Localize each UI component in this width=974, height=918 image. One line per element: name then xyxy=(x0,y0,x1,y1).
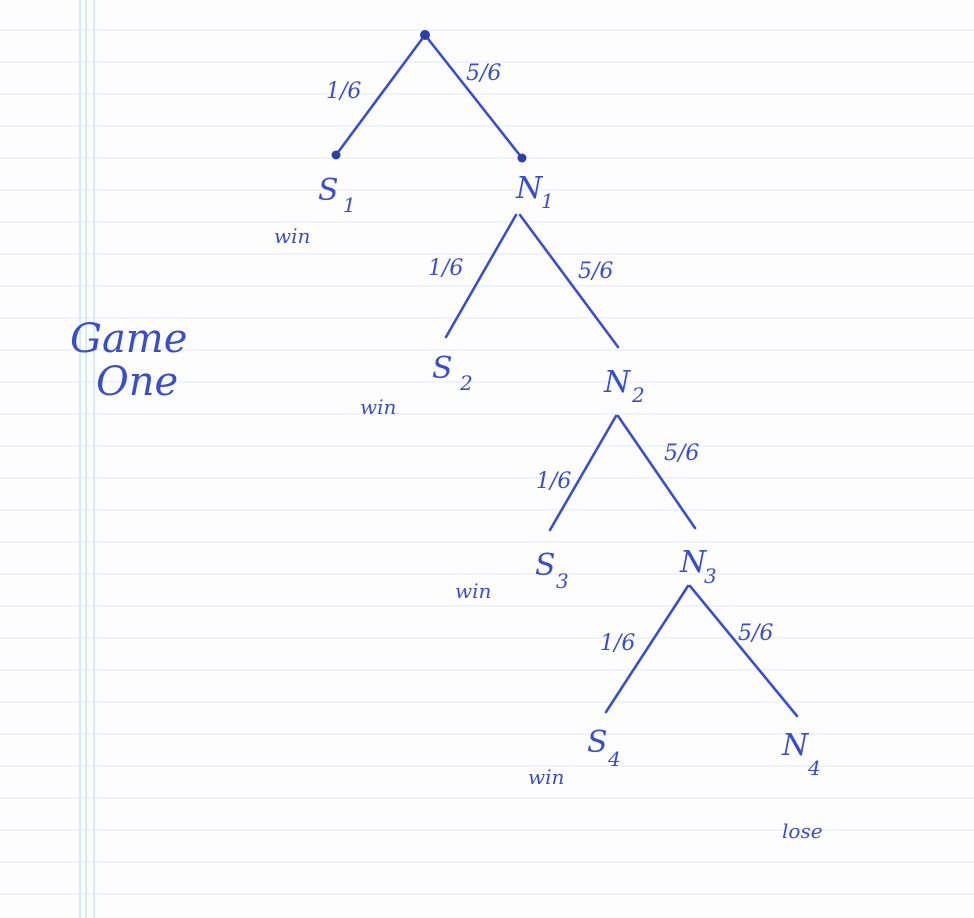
node-s4-letter: S xyxy=(587,725,608,760)
node-n3: N 3 xyxy=(679,545,717,588)
node-s3: S 3 win xyxy=(455,548,569,603)
horizontal-rules xyxy=(0,29,974,895)
edge-root-s1 xyxy=(334,33,427,157)
node-n4-subscript: 4 xyxy=(807,756,821,780)
prob-root-left: 1/6 xyxy=(326,79,361,104)
node-s2-outcome: win xyxy=(360,395,396,419)
s1-node-dot xyxy=(331,150,341,160)
node-n4: N 4 lose xyxy=(781,728,823,843)
node-s1-outcome: win xyxy=(274,224,310,248)
prob-n1-left: 1/6 xyxy=(428,256,463,281)
node-s4: S 4 win xyxy=(528,725,621,789)
node-s2-letter: S xyxy=(432,351,453,386)
prob-root-right: 5/6 xyxy=(466,61,501,86)
node-n2-subscript: 2 xyxy=(631,383,645,407)
edge-n3-n4 xyxy=(688,584,799,718)
prob-n1-right: 5/6 xyxy=(578,259,613,284)
node-s3-subscript: 3 xyxy=(556,569,569,593)
node-n4-outcome: lose xyxy=(782,819,823,843)
prob-n2-left: 1/6 xyxy=(536,469,571,494)
prob-n3-right: 5/6 xyxy=(738,621,773,646)
n1-node-dot xyxy=(517,153,527,163)
node-n4-letter: N xyxy=(781,728,810,763)
edge-n2-n3 xyxy=(616,414,697,530)
node-n2: N 2 xyxy=(603,365,645,407)
margin-lines xyxy=(79,0,95,918)
node-s3-outcome: win xyxy=(455,579,491,603)
node-s1-letter: S xyxy=(318,173,339,208)
node-s2: S 2 win xyxy=(360,351,473,419)
edge-n1-s2 xyxy=(444,213,518,339)
node-n3-letter: N xyxy=(679,545,708,580)
node-s1-subscript: 1 xyxy=(343,193,356,217)
edge-n2-s3 xyxy=(548,414,618,532)
prob-n3-left: 1/6 xyxy=(600,631,635,656)
node-s1: S 1 win xyxy=(274,173,356,248)
node-s4-outcome: win xyxy=(528,765,564,789)
node-n3-subscript: 3 xyxy=(704,564,717,588)
node-s4-subscript: 4 xyxy=(607,747,621,771)
edge-n1-n2 xyxy=(518,213,620,349)
title-one: One xyxy=(96,359,178,405)
edge-root-n1 xyxy=(423,33,524,160)
node-n2-letter: N xyxy=(603,365,632,400)
prob-n2-right: 5/6 xyxy=(664,441,699,466)
edge-n3-s4 xyxy=(604,584,690,714)
node-s2-subscript: 2 xyxy=(459,371,473,395)
node-n1: N 1 xyxy=(515,171,554,213)
root-node-dot xyxy=(420,30,430,40)
node-n1-letter: N xyxy=(515,171,544,206)
title-game: Game xyxy=(70,316,187,362)
node-n1-subscript: 1 xyxy=(541,189,554,213)
node-s3-letter: S xyxy=(535,548,556,583)
